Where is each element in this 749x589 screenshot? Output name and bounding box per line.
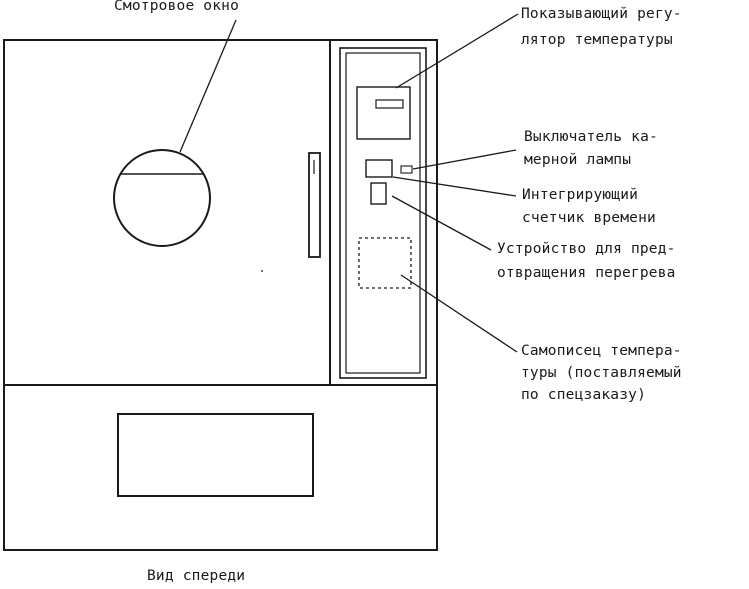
- door-handle: [308, 152, 321, 258]
- leader-overheat: [391, 195, 492, 251]
- stray-dot: [261, 270, 263, 272]
- label-overheat-1: Устройство для пред-: [497, 241, 676, 257]
- control-panel-inner: [345, 52, 421, 374]
- label-temp-controller-1: Показывающий регу-: [521, 6, 682, 22]
- leader-viewing-window: [179, 19, 237, 153]
- label-time-counter-1: Интегрирующий: [522, 187, 639, 203]
- label-temp-recorder-1: Самописец темпера-: [521, 343, 682, 359]
- leader-lamp-switch: [412, 149, 517, 170]
- time-counter-box: [370, 182, 387, 205]
- caption-front-view: Вид спереди: [147, 568, 246, 584]
- temp-recorder-box: [358, 237, 412, 289]
- label-temp-controller-2: лятор температуры: [521, 32, 673, 48]
- label-lamp-switch-2: мерной лампы: [524, 152, 632, 168]
- label-viewing-window: Смотровое окно: [114, 0, 240, 14]
- temp-controller-box: [356, 86, 411, 140]
- label-temp-recorder-2: туры (поставляемый: [521, 365, 682, 381]
- leader-time-counter: [392, 176, 517, 197]
- viewing-window: [113, 149, 211, 247]
- lower-window: [117, 413, 314, 497]
- lamp-switch-box: [365, 159, 393, 178]
- cabinet-outline: [3, 39, 438, 551]
- label-temp-recorder-3: по спецзаказу): [521, 387, 647, 403]
- label-lamp-switch-1: Выключатель ка-: [524, 129, 658, 145]
- label-time-counter-2: счетчик времени: [522, 210, 656, 226]
- leader-temp-controller: [395, 13, 519, 89]
- leader-temp-recorder: [400, 274, 518, 353]
- control-panel-outer: [339, 47, 427, 379]
- lamp-switch-indicator: [400, 165, 413, 174]
- label-overheat-2: отвращения перегрева: [497, 265, 676, 281]
- temp-controller-display: [375, 99, 404, 109]
